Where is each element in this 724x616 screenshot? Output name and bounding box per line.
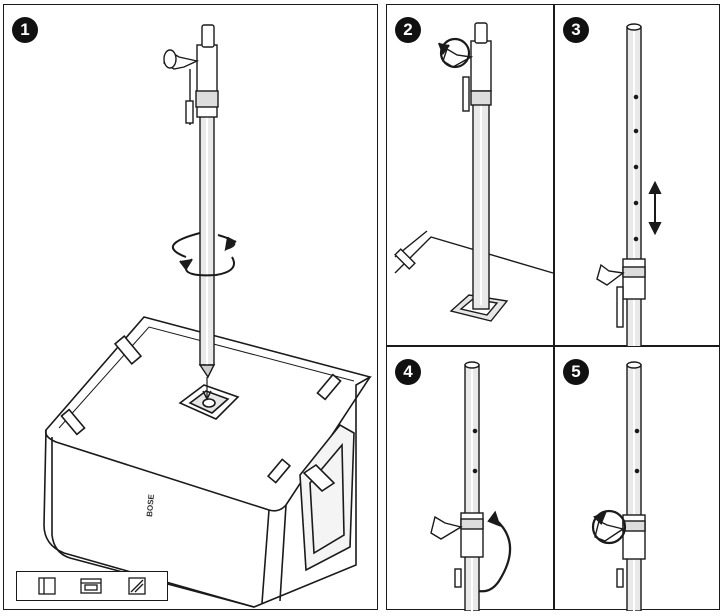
step-5-badge: 5 [563,359,589,385]
step-4-badge: 4 [395,359,421,385]
step-5-panel: 5 [554,346,720,611]
angled-orientation-icon [128,577,146,595]
brand-logo: BOSE [145,493,156,517]
speaker-pole [163,24,219,401]
loosen-knob-arrow-icon [437,37,471,69]
step-2-panel: 2 [386,4,554,346]
step-2-illustration [394,22,554,322]
step-4-illustration [430,361,512,611]
step-1-panel: 1 BOSE [3,4,378,610]
landscape-orientation-icon [80,578,102,594]
up-down-arrow-icon [648,180,662,236]
tighten-knob-arrow-icon [591,509,627,545]
step-1-illustration: BOSE [43,24,373,608]
tighten-arrow-icon [478,510,512,593]
step-2-badge: 2 [395,17,421,43]
step-3-badge: 3 [563,17,589,43]
step-3-panel: 3 [554,4,720,347]
portrait-orientation-icon [38,577,56,595]
step-3-illustration [596,23,662,347]
orientation-icon-strip [16,571,168,601]
step-1-badge: 1 [12,17,38,43]
rotate-arrows-icon [171,232,237,277]
step-5-illustration [591,361,646,611]
subwoofer-box [43,316,373,608]
step-4-panel: 4 [386,346,554,611]
